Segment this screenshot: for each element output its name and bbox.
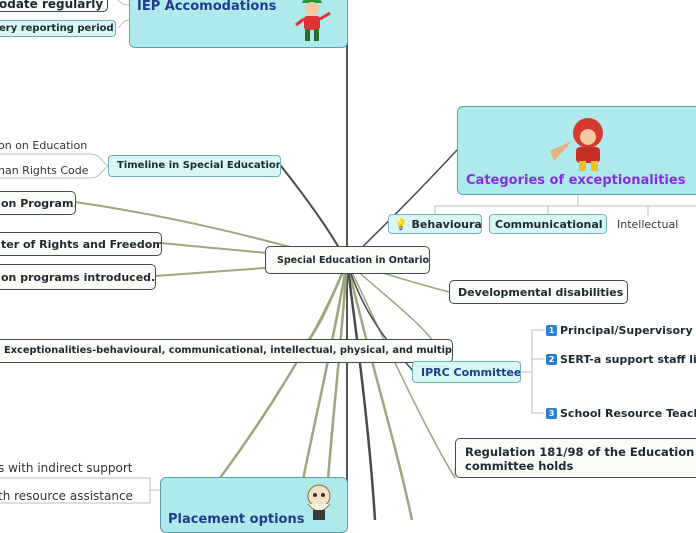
placement-options-node[interactable]: Placement options [160,477,348,533]
number-1-icon: 1 [546,325,557,336]
intellectual-label: Intellectual [617,218,679,231]
behavioural-label: Behavioural [411,218,482,231]
communicational-label: Communicational [495,218,603,231]
number-2-icon: 2 [546,354,557,365]
iprc-committee-label: IPRC Committee [421,366,521,379]
programs-introduced-node[interactable]: on programs introduced. [0,264,156,290]
timeline-sub-education: on on Education [0,139,88,152]
iprc-item-label: School Resource Teache [560,407,696,420]
iprc-item-label: SERT-a support staff like [560,353,696,366]
iep-accomodations-node[interactable]: IEP Accomodations [129,0,348,48]
placement-sub-resource: th resource assistance [0,489,133,503]
reporting-period-node[interactable]: ery reporting period [0,20,116,37]
charter-label: ter of Rights and Freedom [1,238,162,251]
developmental-node[interactable]: Developmental disabilities [449,280,628,304]
education-program-node[interactable]: on Program. [0,191,76,215]
exceptionalities-node[interactable]: Exceptionalities-behavioural, communicat… [0,339,453,363]
cartoon-hero-icon [550,118,603,171]
central-topic-label: Special Education in Ontario [277,255,430,266]
timeline-label: Timeline in Special Education [117,160,281,171]
timeline-sub-rights-code: nan Rights Code [0,164,89,177]
lightbulb-icon: 💡 [394,218,408,231]
iep-title: IEP Accomodations [137,0,277,14]
categories-node[interactable]: Categories of exceptionalities [457,106,696,195]
cartoon-scholar-icon [307,484,331,520]
developmental-label: Developmental disabilities [458,286,624,299]
regulation-line-2: committee holds [465,459,574,473]
categories-title: Categories of exceptionalities [466,173,686,188]
programs-introduced-label: on programs introduced. [1,271,156,284]
communicational-node[interactable]: Communicational [489,214,607,234]
cartoon-figure-icon [295,0,331,41]
charter-node[interactable]: ter of Rights and Freedom [0,232,162,256]
regulation-node[interactable]: Regulation 181/98 of the Education commi… [455,438,696,478]
update-regularly-label: odate regularly [0,0,104,11]
update-regularly-node[interactable]: odate regularly [0,0,108,12]
number-3-icon: 3 [546,408,557,419]
central-topic-node[interactable]: Special Education in Ontario [265,246,430,274]
behavioural-node[interactable]: 💡 Behavioural [388,214,482,234]
education-program-label: on Program. [1,197,76,210]
timeline-node[interactable]: Timeline in Special Education [108,155,281,177]
iprc-committee-node[interactable]: IPRC Committee [412,361,521,383]
reporting-period-label: ery reporting period [0,23,114,34]
regulation-line-1: Regulation 181/98 of the Education [465,445,695,459]
exceptionalities-label: Exceptionalities-behavioural, communicat… [4,345,453,356]
placement-sub-indirect: s with indirect support [0,461,133,475]
iprc-item-label: Principal/Supervisory Offi [560,324,696,337]
